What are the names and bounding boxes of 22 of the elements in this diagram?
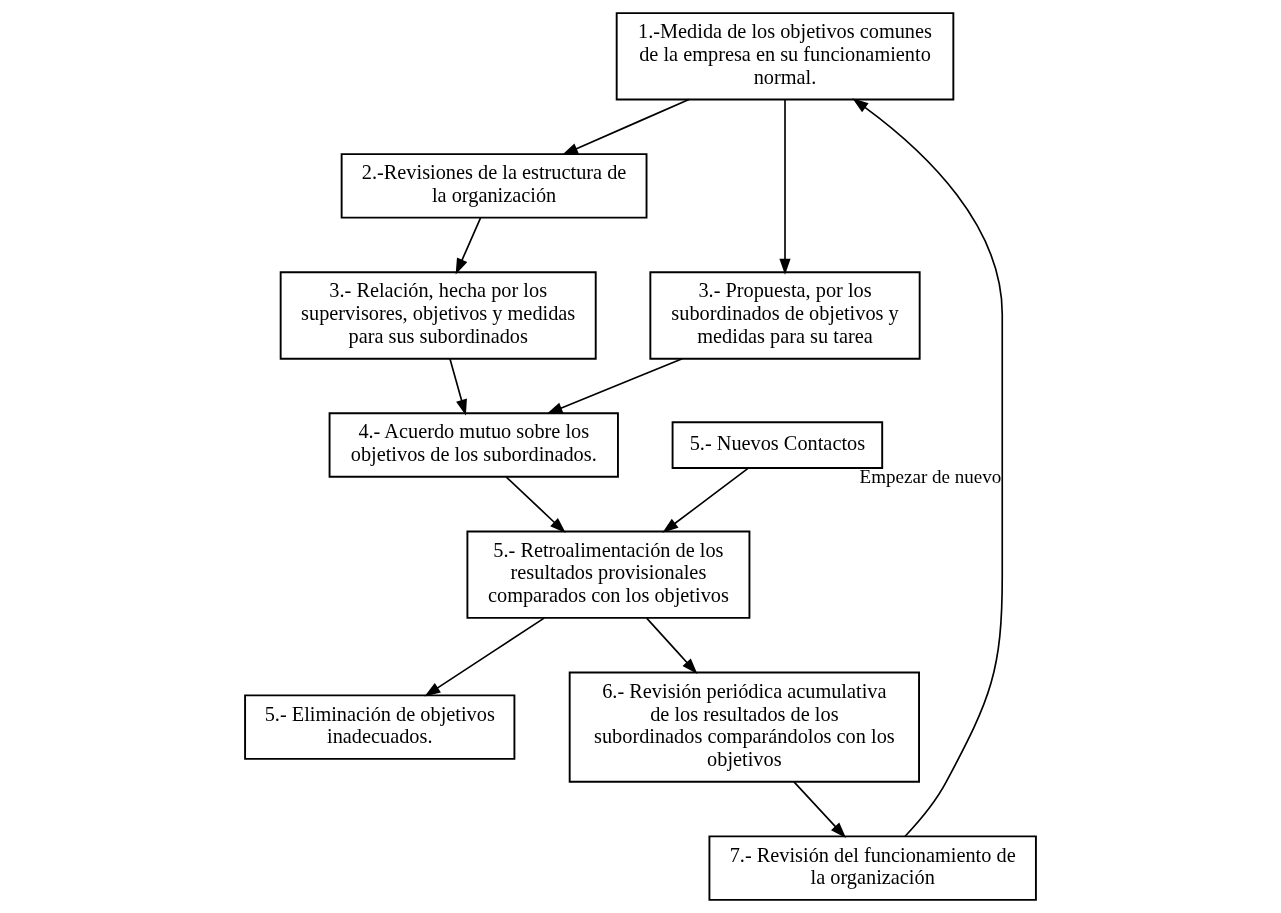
arrow <box>546 357 684 415</box>
arrow <box>852 98 1004 838</box>
arrow <box>561 98 690 155</box>
edge-label: Empezar de nuevo <box>859 466 1002 488</box>
node-box: 5.- Nuevos Contactos <box>671 421 884 469</box>
arrow <box>779 99 791 275</box>
arrow <box>424 617 545 697</box>
node-box: 2.-Revisiones de la estructura de la organización <box>340 153 648 219</box>
node-box: 3.- Propuesta, por los subordinados de objetivos y medidas para su tarea <box>649 271 921 360</box>
node-box: 5.- Retroalimentación de los resultados provisionales comparados con los objetivos <box>466 530 751 619</box>
arrow <box>793 781 847 839</box>
arrow <box>449 357 467 416</box>
node-box: 5.- Eliminación de objetivos inadecuados. <box>244 694 516 760</box>
node-box: 3.- Relación, hecha por los supervisores, objetivos y medidas para sus subordinados <box>279 271 597 360</box>
node-box: 4.- Acuerdo mutuo sobre los objetivos de los subordinados. <box>328 412 619 478</box>
arrow <box>645 617 698 675</box>
node-box: 7.- Revisión del funcionamiento de la organización <box>708 835 1037 901</box>
arrow <box>662 467 750 533</box>
arrow <box>455 217 482 275</box>
node-box: 6.- Revisión periódica acumulativa de los resultados de los subordinados comparándolos con los objetivos <box>568 671 920 783</box>
arrow <box>505 476 566 534</box>
node-box: 1.-Medida de los objetivos comunes de la empresa en su funcionamiento normal. <box>615 12 955 101</box>
